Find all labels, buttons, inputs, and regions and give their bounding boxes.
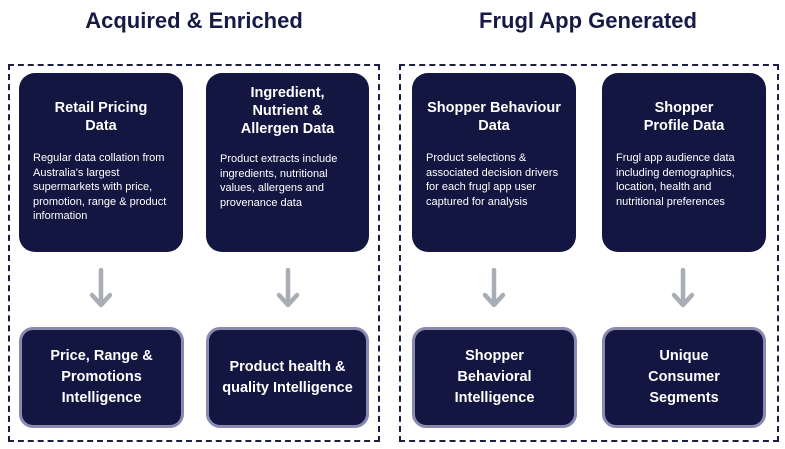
shopper-behavioral-intelligence-label: Shopper Behavioral Intelligence bbox=[454, 348, 535, 406]
shopper-behavioral-intelligence-box: Shopper Behavioral Intelligence bbox=[412, 327, 577, 428]
product-health-quality-intelligence-box: Product health & quality Intelligence bbox=[206, 327, 369, 428]
shopper-profile-data-description: Frugl app audience data including demogr… bbox=[616, 152, 735, 208]
ingredient-nutrient-allergen-data-card: Ingredient, Nutrient & Allergen Data Pro… bbox=[206, 73, 369, 252]
shopper-profile-data-card: Shopper Profile Data Frugl app audience … bbox=[602, 73, 766, 252]
ingredient-nutrient-allergen-data-title: Ingredient, Nutrient & Allergen Data bbox=[240, 85, 335, 137]
frugl-app-generated-heading: Frugl App Generated bbox=[479, 8, 697, 33]
product-health-quality-intelligence-label: Product health & quality Intelligence bbox=[222, 358, 353, 396]
shopper-behaviour-data-title: Shopper Behaviour Data bbox=[427, 100, 561, 134]
arrow-down-icon bbox=[482, 268, 506, 308]
retail-pricing-data-description: Regular data collation from Australia's … bbox=[33, 152, 167, 222]
arrow-down-icon bbox=[89, 268, 113, 308]
unique-consumer-segments-box: Unique Consumer Segments bbox=[602, 327, 766, 428]
frugl-app-generated-group bbox=[399, 64, 779, 442]
arrow-down-icon bbox=[276, 268, 300, 308]
shopper-profile-data-title: Shopper Profile Data bbox=[643, 100, 725, 134]
arrow-down-icon bbox=[671, 268, 695, 308]
price-range-promotions-intelligence-label: Price, Range & Promotions Intelligence bbox=[50, 348, 153, 406]
retail-pricing-data-card: Retail Pricing Data Regular data collati… bbox=[19, 73, 183, 252]
ingredient-nutrient-allergen-data-description: Product extracts include ingredients, nu… bbox=[220, 153, 338, 209]
acquired-enriched-group bbox=[8, 64, 380, 442]
retail-pricing-data-title: Retail Pricing Data bbox=[54, 100, 148, 134]
acquired-enriched-heading: Acquired & Enriched bbox=[85, 8, 303, 33]
unique-consumer-segments-label: Unique Consumer Segments bbox=[648, 348, 720, 406]
shopper-behaviour-data-card: Shopper Behaviour Data Product selection… bbox=[412, 73, 576, 252]
shopper-behaviour-data-description: Product selections & associated decision… bbox=[426, 152, 559, 208]
price-range-promotions-intelligence-box: Price, Range & Promotions Intelligence bbox=[19, 327, 184, 428]
